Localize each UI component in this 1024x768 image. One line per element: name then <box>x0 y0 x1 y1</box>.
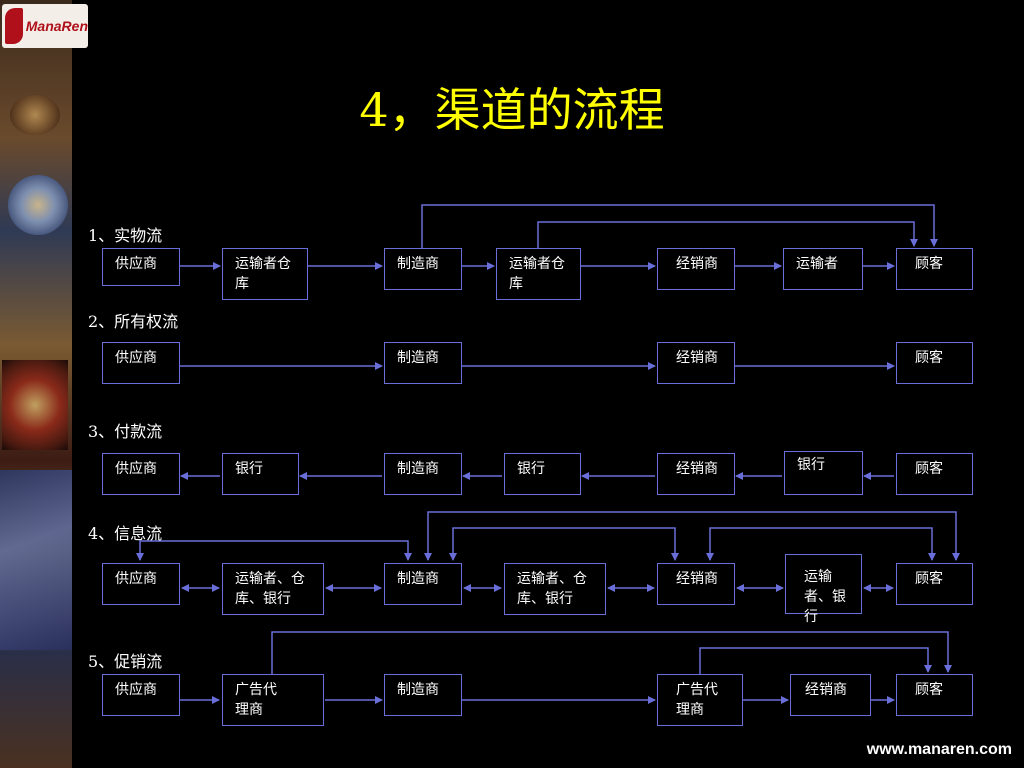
node-ad-agency: 广告代理商 <box>657 674 743 726</box>
node-transport-warehouse: 运输者仓库 <box>496 248 581 300</box>
node-supplier: 供应商 <box>102 674 180 716</box>
arrow <box>271 631 952 674</box>
node-transport-warehouse: 运输者仓库 <box>222 248 308 300</box>
logo-mark-icon <box>5 8 23 44</box>
node-transport-warehouse-bank: 运输者、仓库、银行 <box>222 563 324 615</box>
node-ad-agency: 广告代理商 <box>222 674 324 726</box>
arrow <box>699 647 932 674</box>
node-bank: 银行 <box>504 453 581 495</box>
section-label-promotion-flow: 5、促销流 <box>88 652 163 671</box>
arrow <box>136 540 412 561</box>
arrow <box>537 221 918 248</box>
manaren-logo: ManaRen <box>2 4 88 48</box>
node-customer: 顾客 <box>896 342 973 384</box>
node-transport-warehouse-bank: 运输者、仓库、银行 <box>504 563 606 615</box>
node-supplier: 供应商 <box>102 563 180 605</box>
node-bank: 银行 <box>222 453 299 495</box>
node-dealer: 经销商 <box>657 453 735 495</box>
node-supplier: 供应商 <box>102 342 180 384</box>
node-manufacturer: 制造商 <box>384 453 462 495</box>
section-label-information-flow: 4、信息流 <box>88 524 163 543</box>
rosette-decoration <box>8 175 68 235</box>
logo-text: ManaRen <box>25 18 88 34</box>
node-customer: 顾客 <box>896 453 973 495</box>
medal-decoration <box>10 95 60 135</box>
node-bank: 银行 <box>784 451 863 495</box>
node-dealer: 经销商 <box>790 674 871 716</box>
section-label-ownership-flow: 2、所有权流 <box>88 312 179 331</box>
node-transport-bank: 运输者、银行 <box>785 554 862 625</box>
arrow <box>449 527 679 561</box>
ribbon-decoration <box>0 470 72 650</box>
node-manufacturer: 制造商 <box>384 248 462 290</box>
arrow <box>706 527 936 561</box>
node-customer: 顾客 <box>896 248 973 290</box>
node-dealer: 经销商 <box>657 248 735 290</box>
node-dealer: 经销商 <box>657 342 735 384</box>
section-label-physical-flow: 1、实物流 <box>88 226 163 245</box>
node-customer: 顾客 <box>896 563 973 605</box>
node-manufacturer: 制造商 <box>384 342 462 384</box>
arrow <box>424 511 960 561</box>
slide-title: 4，渠道的流程 <box>359 83 665 137</box>
node-transporter: 运输者 <box>783 248 863 290</box>
node-supplier: 供应商 <box>102 248 180 286</box>
node-manufacturer: 制造商 <box>384 674 462 716</box>
cross-medal-decoration <box>2 360 68 450</box>
arrow <box>421 204 938 248</box>
node-supplier: 供应商 <box>102 453 180 495</box>
node-customer: 顾客 <box>896 674 973 716</box>
node-dealer: 经销商 <box>657 563 735 605</box>
section-label-payment-flow: 3、付款流 <box>88 422 163 441</box>
decorative-medals-image <box>0 0 72 768</box>
footer-url: www.manaren.com <box>866 741 1012 758</box>
node-manufacturer: 制造商 <box>384 563 462 605</box>
